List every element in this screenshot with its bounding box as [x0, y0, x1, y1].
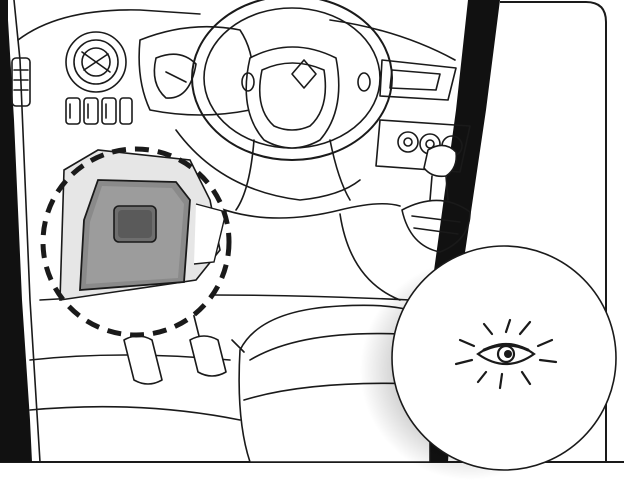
brake-pedal — [190, 336, 226, 376]
visual-check-callout — [392, 246, 616, 470]
clutch-pedal — [124, 336, 162, 384]
fuse-box-highlight — [43, 149, 229, 335]
switch-panel — [66, 98, 132, 124]
dash-top-right — [330, 20, 455, 60]
gear-knob — [424, 145, 456, 176]
